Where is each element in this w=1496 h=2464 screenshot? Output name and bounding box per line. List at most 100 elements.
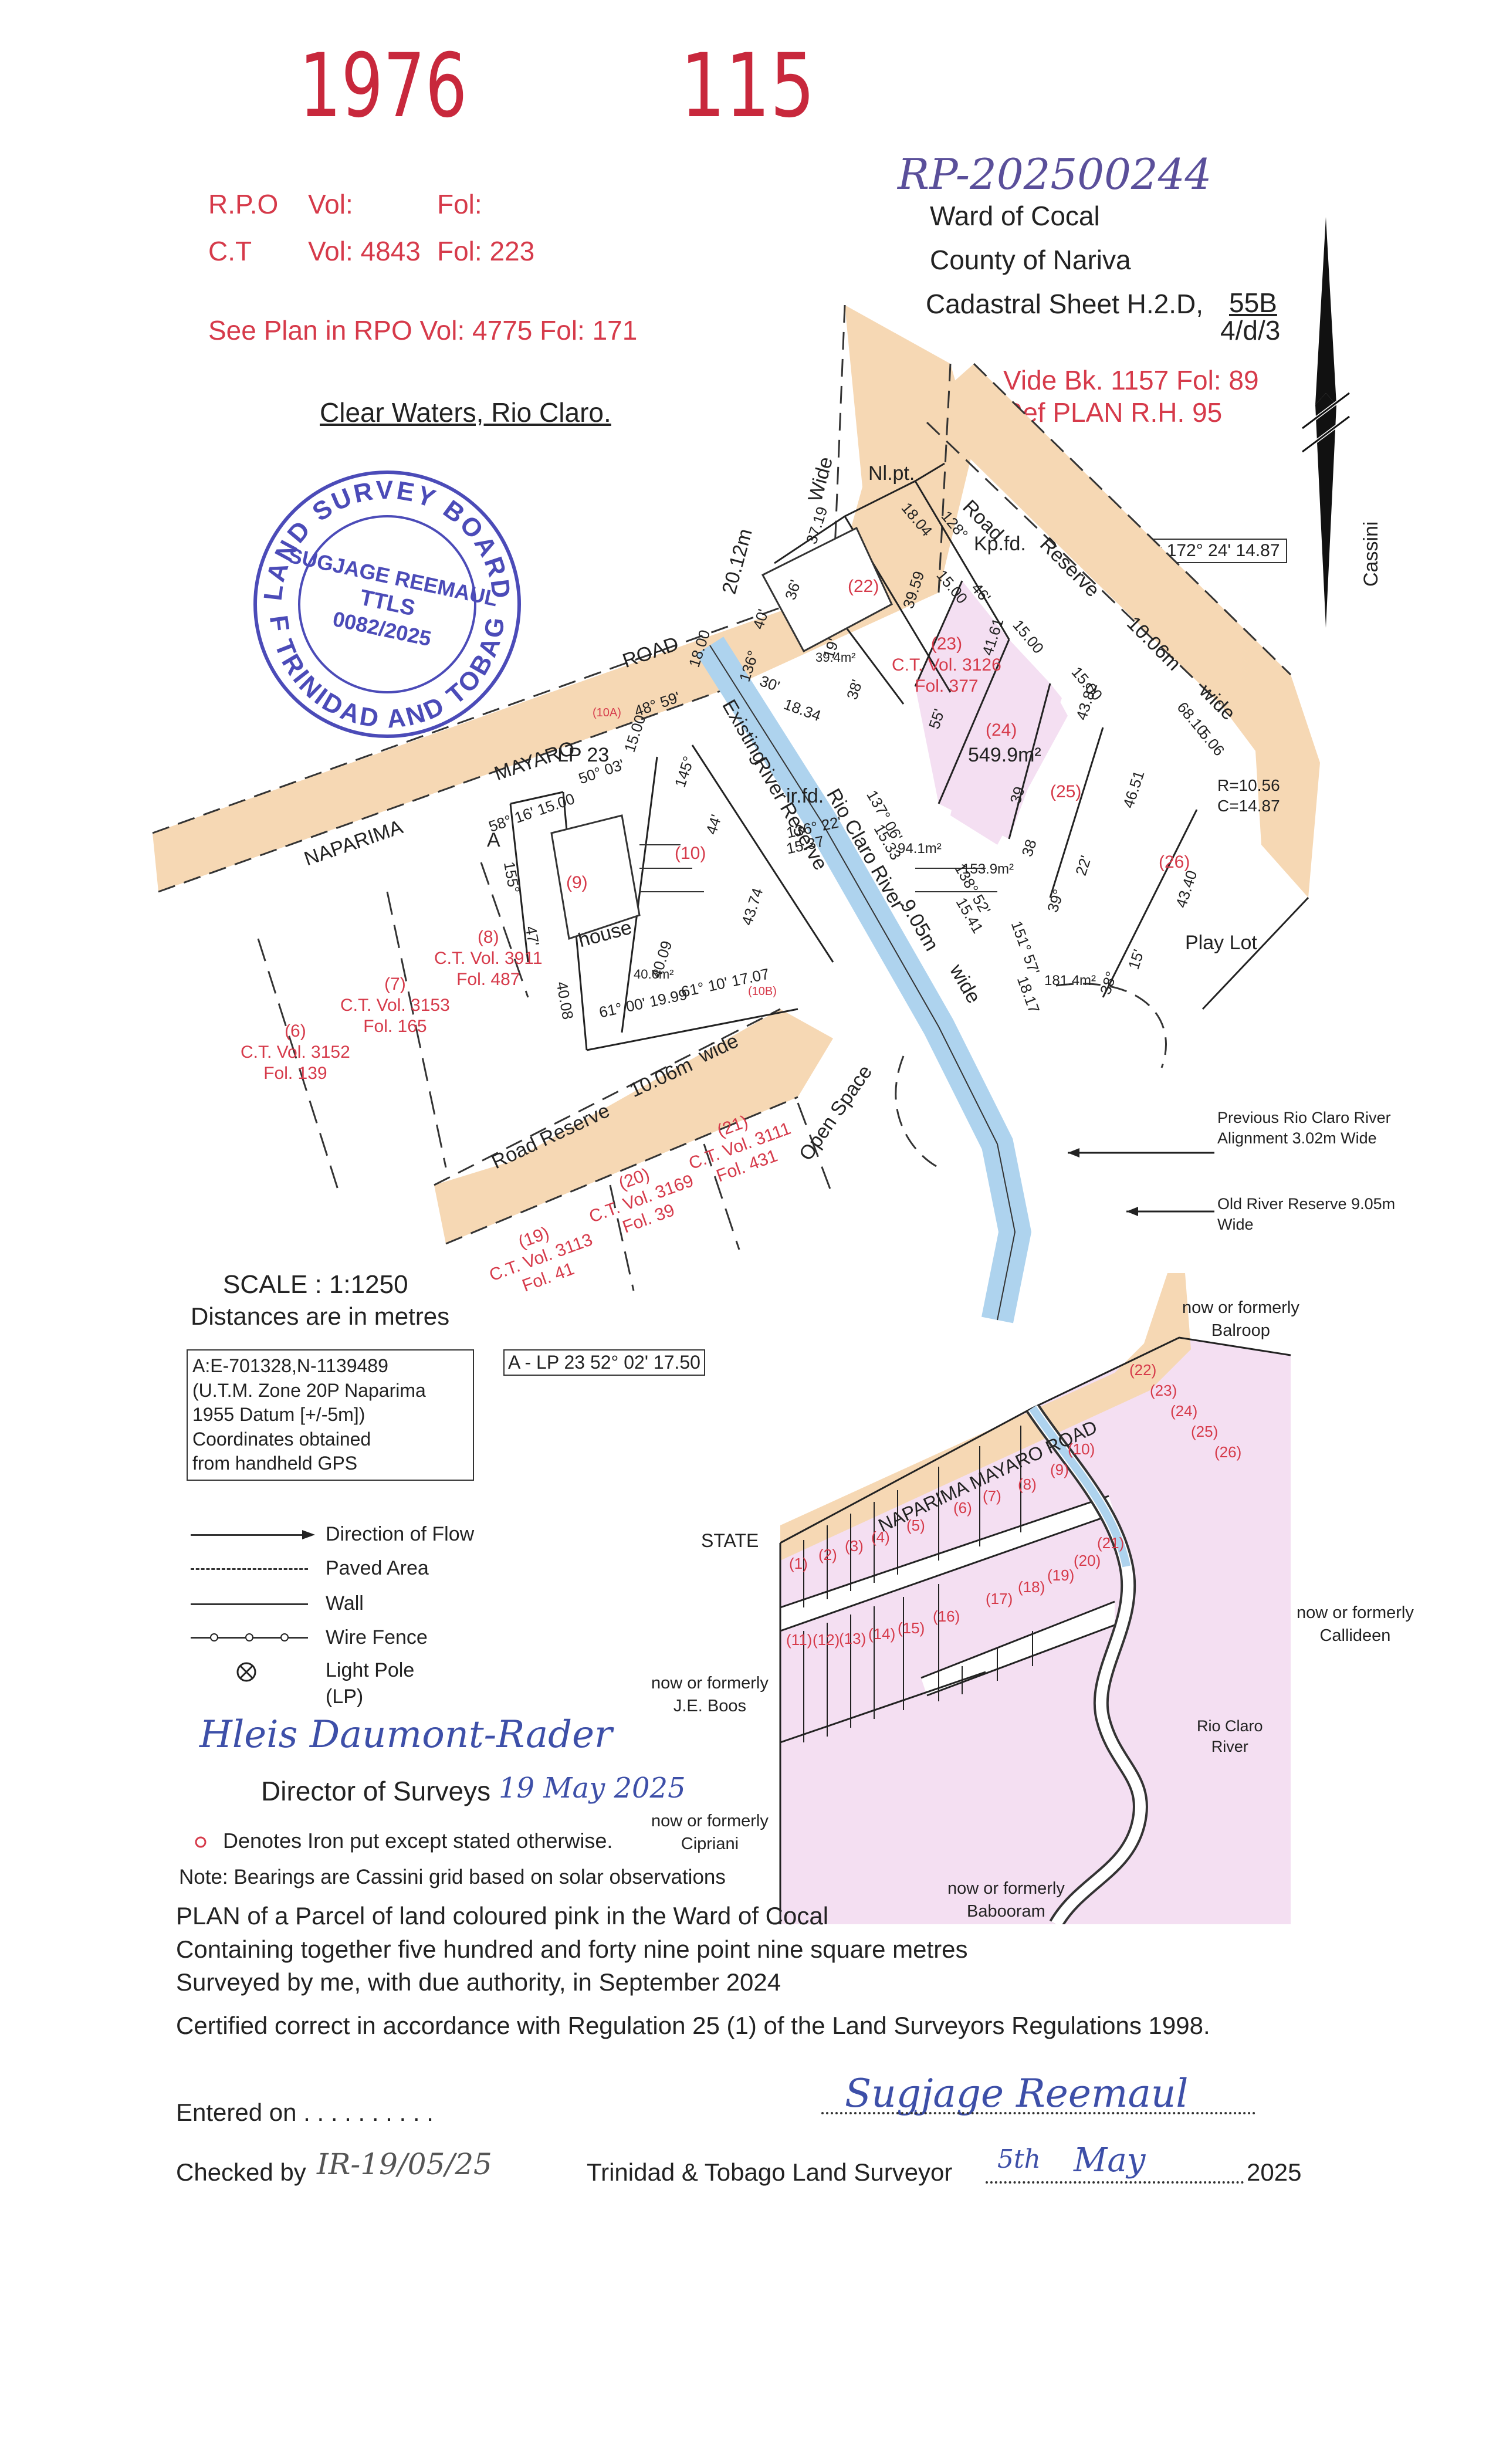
lot-6-fol: Fol. 139 [263, 1064, 327, 1083]
key-plan [779, 1273, 1291, 1924]
wire-fence-icon [210, 1633, 289, 1641]
callideen-line2: Callideen [1319, 1626, 1391, 1646]
coords-gps: from handheld GPS [192, 1453, 358, 1474]
director-date: 19 May 2025 [499, 1772, 686, 1805]
ct-label: C.T [208, 236, 252, 266]
coordinates-box: A:E-701328,N-1139489 (U.T.M. Zone 20P Na… [187, 1349, 474, 1481]
surveyor-signature: Sugjage Reemaul [845, 2071, 1189, 2116]
see-plan: See Plan in RPO Vol: 4775 Fol: 171 [208, 315, 638, 346]
entered-on: Entered on . . . . . . . . . . [176, 2099, 434, 2126]
iron-note: Denotes Iron put except stated otherwise… [223, 1829, 613, 1853]
north-arrow [1301, 217, 1351, 628]
plan-description-2: Containing together five hundred and for… [176, 1935, 968, 1963]
naparima-mayaro-road [153, 305, 974, 892]
rpo-label: R.P.O [208, 189, 279, 219]
note-arrows [1068, 1148, 1214, 1216]
lot-26: (26) [1159, 852, 1190, 872]
scale-label: SCALE : 1:1250 [223, 1270, 408, 1299]
cadastral-sheet: Cadastral Sheet H.2.D, [926, 289, 1204, 319]
legend-lp: (LP) [326, 1685, 364, 1708]
director-signature: Hleis Daumont-Rader [199, 1713, 612, 1756]
babooram-line2: Babooram [967, 1902, 1045, 1921]
place-name: Clear Waters, Rio Claro. [320, 397, 611, 428]
callideen-line1: now or formerly [1297, 1603, 1414, 1622]
flow-arrow-icon [302, 1530, 315, 1539]
year-stamp: 1976 [299, 35, 468, 137]
legend: Direction of Flow Paved Area Wall Wire F… [191, 1519, 572, 1713]
lot-22: (22) [848, 577, 879, 596]
area-24: 549.9m² [968, 744, 1041, 766]
sheet-sub: 4/d/3 [1220, 315, 1281, 346]
coords-datum: 1955 Datum [+/-5m]) [192, 1404, 365, 1426]
rpo-fol: Fol: [437, 189, 482, 219]
previous-river-note: Previous Rio Claro River Alignment 3.02m… [1217, 1109, 1391, 1148]
lot-24: (24) [986, 720, 1017, 740]
lot-7-vol: C.T. Vol. 3153 [340, 996, 450, 1015]
survey-plan [152, 304, 1320, 1324]
key-plan-boos: now or formerly J.E. Boos [651, 1672, 769, 1718]
kp-fd-label: Kp.fd. [974, 533, 1026, 555]
babooram-line1: now or formerly [947, 1879, 1065, 1898]
balroop-line2: Balroop [1211, 1321, 1270, 1341]
certified-statement: Certified correct in accordance with Reg… [176, 2012, 1210, 2039]
lot-9: (9) [566, 873, 588, 892]
plan-description-3: Surveyed by me, with due authority, in S… [176, 1968, 781, 1996]
old-reserve-note: Old River Reserve 9.05m Wide [1217, 1195, 1396, 1234]
area-39: 39.4m² [815, 650, 856, 665]
lot-23-fol: Fol. 377 [915, 676, 979, 696]
rpo-vol: Vol: [308, 189, 353, 219]
lot-10b: (10B) [748, 985, 777, 998]
lp-label: LP 23 [557, 744, 610, 766]
play-lot-label: Play Lot [1185, 932, 1257, 954]
coords-obtained: Coordinates obtained [192, 1428, 371, 1450]
surveyor-label: Trinidad & Tobago Land Surveyor [587, 2158, 953, 2186]
area-94: 94.1m² [898, 841, 942, 857]
cipriani-line2: Cipriani [681, 1835, 739, 1854]
plan-description-1: PLAN of a Parcel of land coloured pink i… [176, 1902, 829, 1930]
lower-road-reserve [434, 1009, 833, 1244]
arrow-head-icon [1068, 1148, 1079, 1157]
lot-8-vol: C.T. Vol. 3911 [434, 949, 543, 968]
ct-vol: Vol: 4843 [308, 236, 421, 266]
survey-board-seal: LAND SURVEY BOARD OF TRINIDAD AND TOBAGO… [246, 463, 521, 738]
balroop-line1: now or formerly [1182, 1298, 1299, 1317]
house-9 [550, 814, 641, 940]
lot-23-id: (23) [930, 634, 963, 654]
scale-units: Distances are in metres [191, 1302, 450, 1330]
legend-paved: Paved Area [326, 1557, 429, 1579]
a-lp-bearing: A - LP 23 52° 02' 17.50 [503, 1349, 705, 1376]
lot-8-fol: Fol. 487 [456, 970, 520, 989]
lot-6: (6) C.T. Vol. 3152 Fol. 139 [241, 1021, 350, 1084]
surveyor-date-month: May [1074, 2141, 1146, 2179]
key-plan-river-label: Rio Claro River [1197, 1716, 1263, 1757]
ct-fol: Fol: 223 [437, 236, 535, 266]
key-river-line2: River [1211, 1738, 1248, 1756]
bearing-note: Note: Bearings are Cassini grid based on… [179, 1866, 726, 1888]
iron-put-icon [195, 1836, 207, 1848]
lot-7-fol: Fol. 165 [363, 1017, 427, 1036]
key-plan-babooram: now or formerly Babooram [947, 1877, 1065, 1923]
director-label: Director of Surveys [261, 1776, 491, 1806]
lot-10: (10) [675, 844, 706, 863]
house-22 [761, 526, 893, 653]
surveyor-sig-dots [821, 2112, 1255, 2114]
legend-wall: Wall [326, 1592, 364, 1615]
lot-7: (7) C.T. Vol. 3153 Fol. 165 [340, 974, 450, 1037]
lot-23: (23) C.T. Vol. 3126 Fol. 377 [892, 634, 1001, 697]
coords-a: A:E-701328,N-1139489 [192, 1355, 388, 1376]
nl-pt-label: Nl.pt. [868, 462, 915, 485]
area-153: 153.9m² [962, 861, 1014, 877]
lot-8-id: (8) [477, 928, 499, 947]
checked-signature: IR-19/05/25 [317, 2147, 492, 2181]
a-point-label: A [487, 829, 500, 851]
arc-c: C=14.87 [1217, 797, 1280, 815]
surveyor-date-dots [986, 2181, 1244, 2184]
coords-zone: (U.T.M. Zone 20P Naparima [192, 1379, 426, 1401]
north-arrow-head [1315, 217, 1336, 405]
checked-by: Checked by [176, 2158, 306, 2186]
area-40: 40.6m² [634, 967, 674, 981]
key-plan-state: STATE [701, 1530, 759, 1551]
area-181: 181.4m² [1044, 973, 1096, 989]
key-plan-cipriani: now or formerly Cipriani [651, 1810, 769, 1856]
legend-fence: Wire Fence [326, 1626, 428, 1649]
